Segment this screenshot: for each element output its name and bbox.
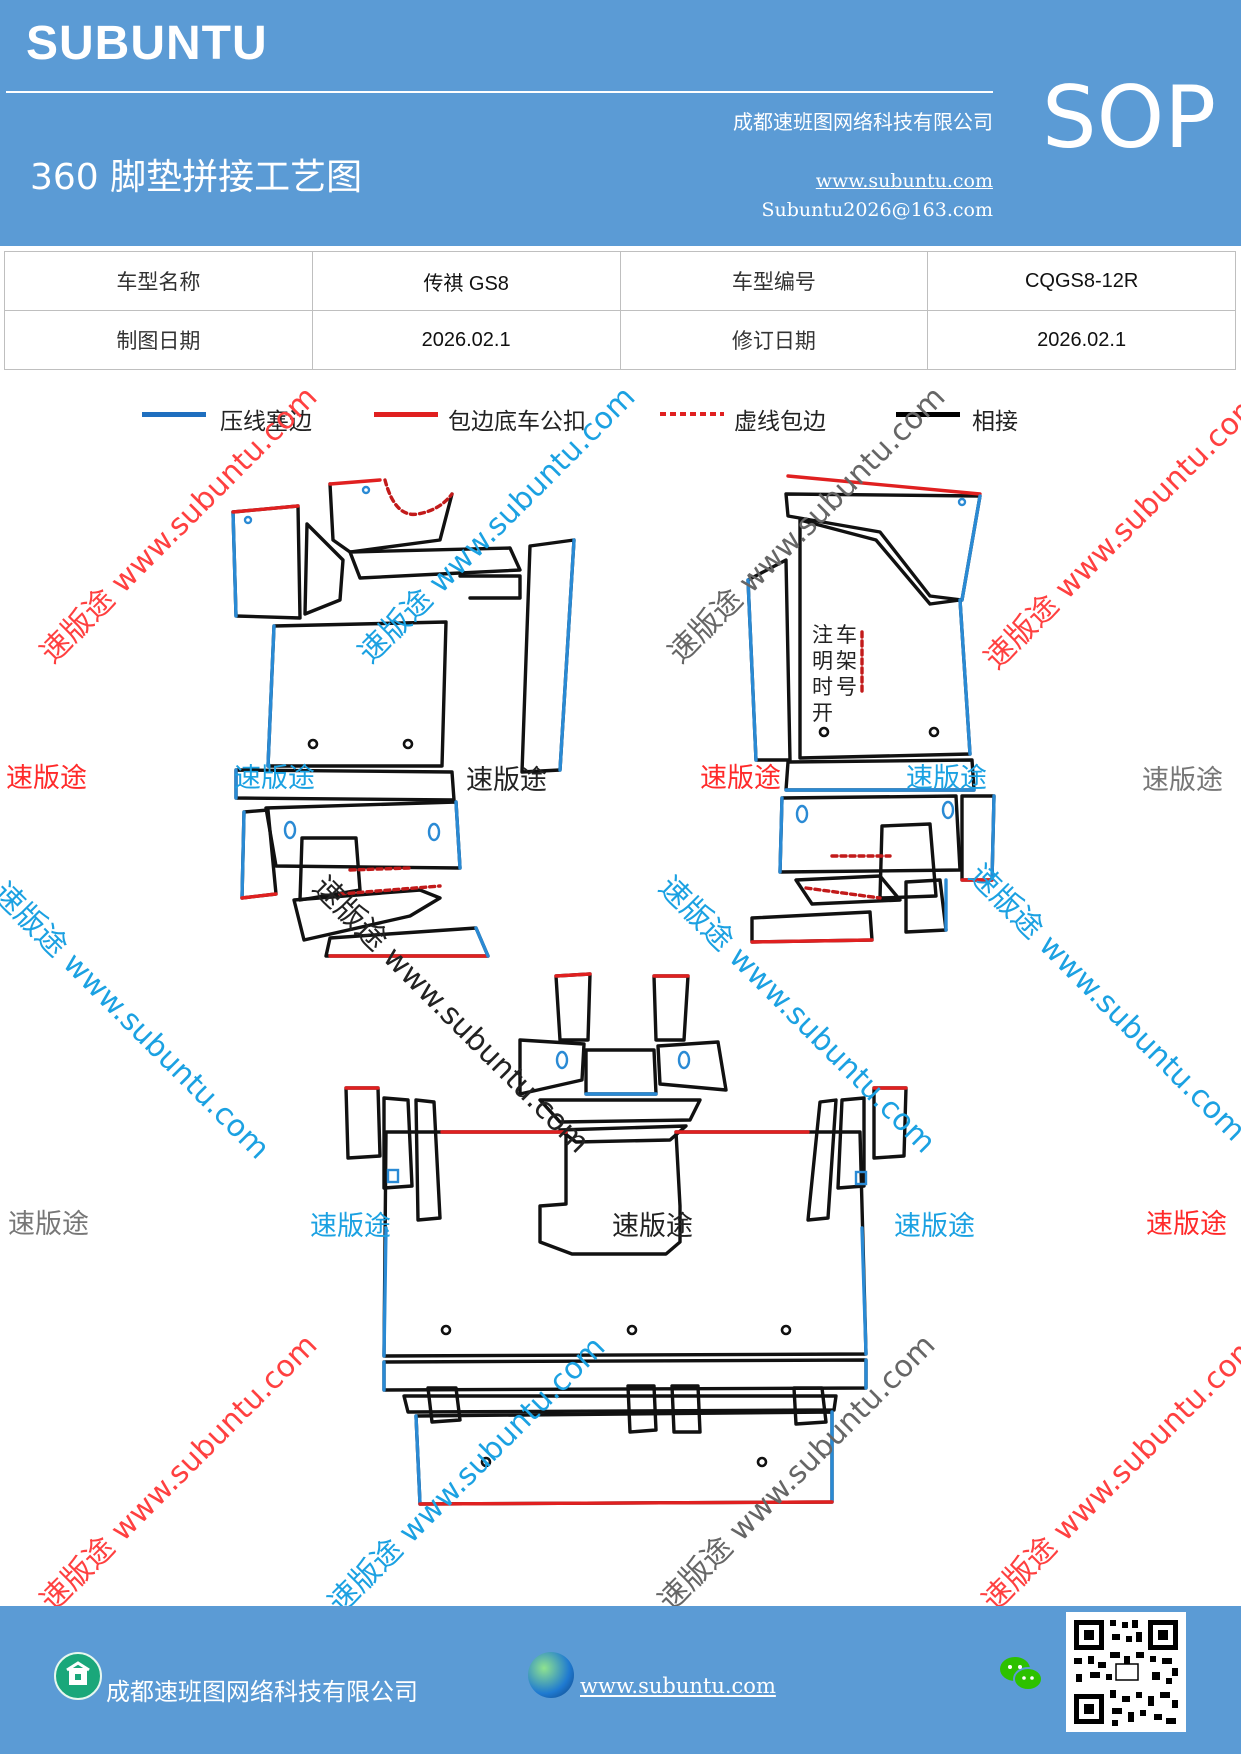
header-email: Subuntu2026@163.com — [761, 199, 993, 221]
watermark: 速版途 — [8, 1209, 89, 1240]
watermark: 速版途 — [894, 1211, 975, 1242]
table-cell: 车型编号 — [619, 251, 929, 311]
watermark: 速版途 — [6, 763, 87, 794]
legend-item-dashed: 虚线包边 — [658, 400, 858, 440]
footer-website-link[interactable]: www.subuntu.com — [580, 1674, 776, 1698]
table-row: 车型名称 传祺 GS8 车型编号 CQGS8-12R — [4, 251, 1236, 311]
legend-swatch — [660, 412, 724, 416]
watermark-diagonal: 速版途 www.subuntu.com — [961, 857, 1241, 1149]
legend-swatch — [374, 412, 438, 417]
watermark-diagonal: 速版途 www.subuntu.com — [0, 875, 277, 1167]
watermark: 速版途 — [1142, 765, 1223, 796]
note-char: 明 — [812, 649, 833, 673]
table-cell: 修订日期 — [619, 310, 929, 370]
watermark: 速版途 — [700, 763, 781, 794]
note-char: 开 — [812, 701, 833, 725]
watermark: 速版途 — [906, 763, 987, 794]
vehicle-info-table: 车型名称 传祺 GS8 车型编号 CQGS8-12R 制图日期 2026.02.… — [4, 251, 1236, 370]
note-char: 号 — [836, 675, 857, 699]
watermark-diagonal: 速版途 www.subuntu.com — [975, 1327, 1241, 1619]
watermark-diagonal: 速版途 www.subuntu.com — [33, 1327, 325, 1619]
table-cell: 2026.02.1 — [927, 310, 1236, 370]
qr-code — [1066, 1612, 1186, 1732]
legend-item-blue: 压线塞边 — [140, 400, 340, 440]
wechat-icon — [998, 1654, 1044, 1694]
header-company: 成都速班图网络科技有限公司 — [733, 110, 993, 134]
watermark-diagonal: 速版途 www.subuntu.com — [321, 1329, 613, 1621]
watermark-diagonal: 速版途 www.subuntu.com — [651, 1327, 943, 1619]
sop-badge: SOP — [1042, 68, 1217, 168]
header-band: SUBUNTU SOP 成都速班图网络科技有限公司 360 脚垫拼接工艺图 ww… — [0, 0, 1241, 246]
building-icon — [54, 1652, 102, 1700]
watermark: 速版途 — [310, 1211, 391, 1242]
table-cell: CQGS8-12R — [927, 251, 1236, 311]
watermark: 速版途 — [466, 765, 547, 796]
legend-swatch — [896, 412, 960, 417]
legend-label: 包边底车公扣 — [448, 409, 586, 435]
note-char: 时 — [812, 675, 833, 699]
table-cell: 车型名称 — [4, 251, 313, 311]
legend-item-red: 包边底车公扣 — [372, 400, 612, 440]
legend-label: 压线塞边 — [220, 409, 312, 435]
document-title: 360 脚垫拼接工艺图 — [30, 157, 363, 198]
globe-icon — [528, 1652, 574, 1698]
footer-band: 成都速班图网络科技有限公司 www.subuntu.com — [0, 1606, 1241, 1754]
watermark: 速版途 — [612, 1211, 693, 1242]
clip-marks — [243, 485, 967, 1186]
note-char: 车 — [836, 623, 857, 647]
mounting-holes — [307, 726, 940, 1468]
table-cell: 2026.02.1 — [311, 310, 621, 370]
watermark: 速版途 — [1146, 1209, 1227, 1240]
watermark-diagonal: 速版途 www.subuntu.com — [651, 869, 943, 1161]
watermark-diagonal: 速版途 www.subuntu.com — [305, 869, 597, 1161]
table-cell: 传祺 GS8 — [311, 251, 621, 311]
table-cell: 制图日期 — [4, 310, 313, 370]
table-row: 制图日期 2026.02.1 修订日期 2026.02.1 — [4, 310, 1236, 370]
note-char: 架 — [836, 649, 857, 673]
legend-item-black: 相接 — [894, 400, 1054, 440]
legend-swatch — [142, 412, 206, 417]
header-divider — [6, 91, 993, 93]
footer-company: 成都速班图网络科技有限公司 — [106, 1678, 418, 1706]
note-char: 注 — [812, 623, 833, 647]
watermark: 速版途 — [234, 763, 315, 794]
brand-logo: SUBUNTU — [26, 17, 268, 70]
legend-label: 虚线包边 — [734, 409, 826, 435]
legend-label: 相接 — [972, 409, 1018, 435]
header-website-link[interactable]: www.subuntu.com — [815, 170, 993, 192]
